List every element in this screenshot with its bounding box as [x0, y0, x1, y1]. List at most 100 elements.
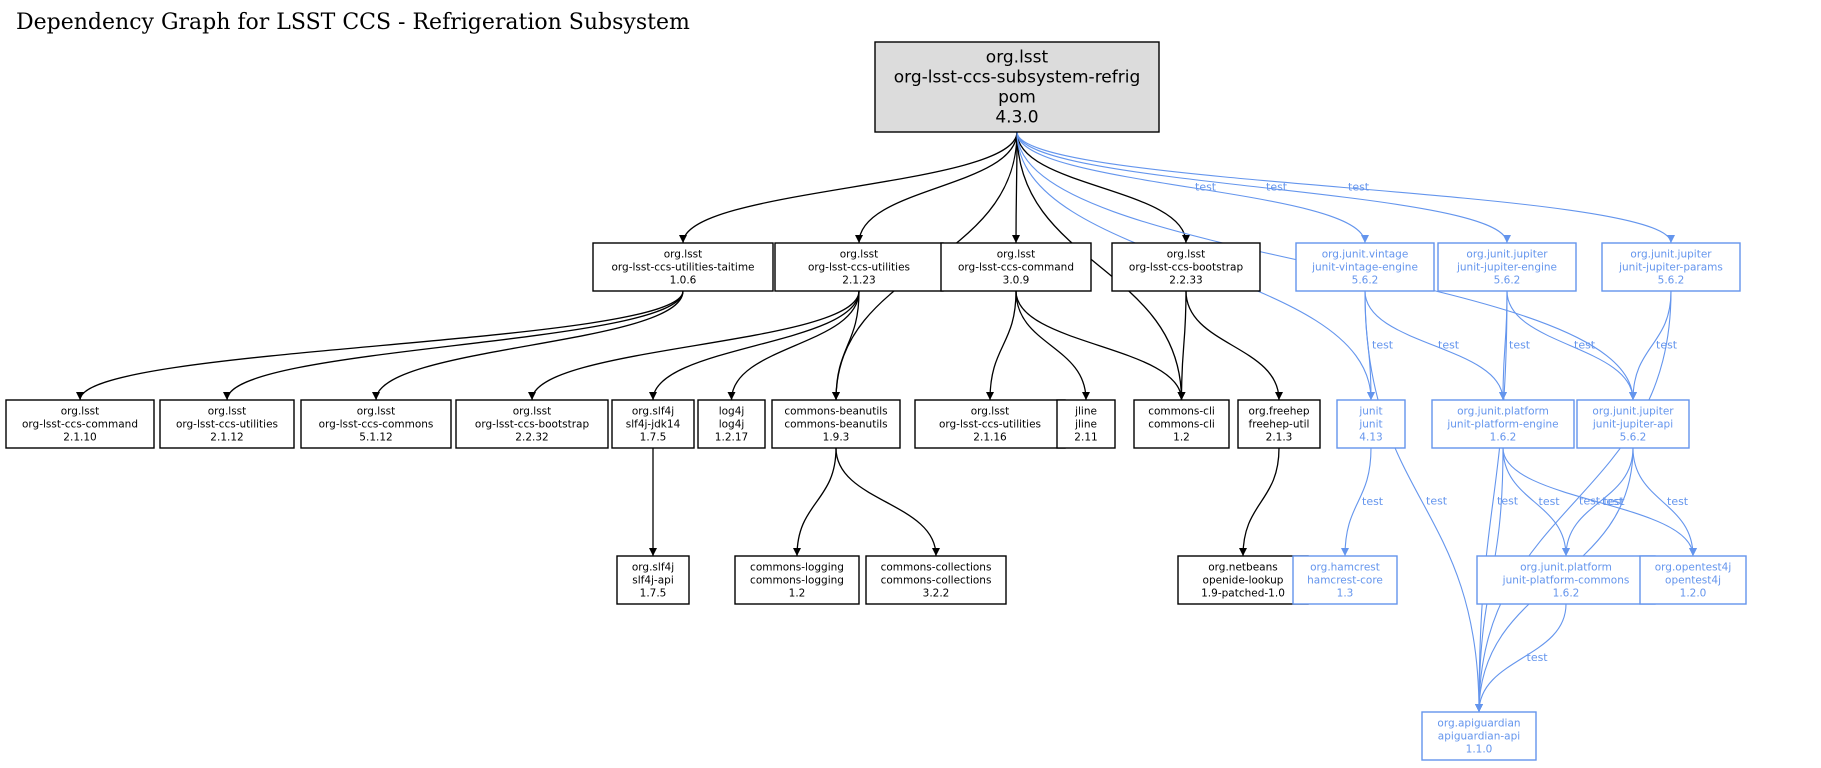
- edge-platcommons-to-apiguardian: [1475, 603, 1567, 713]
- node-label-line: log4j: [719, 406, 745, 418]
- node-box: [1437, 242, 1577, 292]
- node-label-line: 5.6.2: [1494, 275, 1521, 287]
- node-label-line: junit-platform-engine: [1446, 419, 1558, 431]
- node-label-line: 1.7.5: [640, 588, 667, 600]
- node-label-line: 2.1.23: [842, 275, 875, 287]
- edge-cmd309-to-cli: [1015, 290, 1186, 401]
- node-jupparams[interactable]: org.junit.jupiterjunit-jupiter-params5.6…: [1601, 242, 1741, 292]
- node-box: [940, 242, 1092, 292]
- node-label-line: junit-jupiter-engine: [1456, 262, 1557, 274]
- node-label-line: hamcrest-core: [1307, 575, 1383, 587]
- node-label-line: org.lsst: [513, 406, 552, 418]
- node-label-line: org.lsst: [971, 406, 1010, 418]
- node-label-line: junit: [1358, 419, 1382, 431]
- node-root[interactable]: org.lsstorg-lsst-ccs-subsystem-refrigpom…: [874, 41, 1160, 133]
- edge-beanutils-to-logging: [793, 447, 837, 557]
- node-label-line: 2.2.33: [1169, 275, 1202, 287]
- node-label-line: commons-beanutils: [784, 419, 887, 431]
- node-label-line: 1.7.5: [640, 432, 667, 444]
- node-label-line: slf4j-api: [632, 575, 674, 587]
- node-box: [300, 399, 452, 449]
- node-label-line: org-lsst-ccs-command: [22, 419, 138, 431]
- node-label-line: 2.1.16: [973, 432, 1007, 444]
- node-platcommons[interactable]: org.junit.platformjunit-platform-commons…: [1476, 555, 1656, 605]
- node-label-line: junit-jupiter-params: [1618, 262, 1723, 274]
- node-box: [592, 242, 774, 292]
- edge-label: test: [1604, 495, 1626, 508]
- node-box: [455, 399, 609, 449]
- edge-label: test: [1426, 495, 1448, 508]
- node-label-line: 3.2.2: [923, 588, 950, 600]
- node-label-line: org.junit.jupiter: [1466, 249, 1548, 261]
- edge-cmd309-to-util2116: [986, 290, 1017, 401]
- node-label-line: org.lsst: [840, 249, 879, 261]
- edge-util2123-to-slf4jdk: [649, 290, 860, 401]
- node-openide[interactable]: org.netbeansopenide-lookup1.9-patched-1.…: [1177, 555, 1309, 605]
- node-box: [1292, 555, 1398, 605]
- edge-root-to-cmd309: [1012, 131, 1021, 244]
- edge-label: test: [1656, 339, 1678, 352]
- node-label-line: 5.6.2: [1620, 432, 1647, 444]
- edge-label: test: [1372, 339, 1394, 352]
- edge-label: test: [1667, 495, 1689, 508]
- node-label-line: junit-vintage-engine: [1311, 262, 1418, 274]
- node-label-line: org.slf4j: [632, 406, 674, 418]
- edge-label: test: [1539, 495, 1561, 508]
- node-box: [1056, 399, 1116, 449]
- node-label-line: org.junit.platform: [1457, 406, 1549, 418]
- edge-taitime-to-util2112: [223, 290, 684, 401]
- node-platengine[interactable]: org.junit.platformjunit-platform-engine1…: [1431, 399, 1575, 449]
- node-label-line: org.slf4j: [632, 562, 674, 574]
- node-label-line: commons-cli: [1148, 406, 1215, 418]
- edge-root-to-cli: [1016, 131, 1186, 401]
- node-label-line: org.opentest4j: [1655, 562, 1732, 574]
- node-label-line: 1.2.17: [715, 432, 748, 444]
- node-label-line: log4j: [719, 419, 745, 431]
- node-jupeng[interactable]: org.junit.jupiterjunit-jupiter-engine5.6…: [1437, 242, 1577, 292]
- node-box: [1431, 399, 1575, 449]
- node-label-line: apiguardian-api: [1438, 731, 1520, 743]
- node-box: [734, 555, 860, 605]
- node-label-line: jline: [1074, 406, 1097, 418]
- node-box: [1576, 399, 1690, 449]
- edge-jupeng-to-jupapi: [1506, 290, 1637, 401]
- node-label-line: pom: [998, 88, 1036, 108]
- node-box: [1133, 399, 1230, 449]
- edge-boot2233-to-freehep: [1185, 290, 1283, 401]
- node-collections[interactable]: commons-collectionscommons-collections3.…: [865, 555, 1007, 605]
- node-box: [1476, 555, 1656, 605]
- node-label-line: org-lsst-ccs-subsystem-refrig: [894, 68, 1141, 88]
- node-taitime[interactable]: org.lsstorg-lsst-ccs-utilities-taitime1.…: [592, 242, 774, 292]
- edge-vintage-to-apiguardian: [1364, 290, 1483, 713]
- node-box: [159, 399, 295, 449]
- node-vintage[interactable]: org.junit.vintagejunit-vintage-engine5.6…: [1295, 242, 1435, 292]
- edge-root-to-util2123: [855, 131, 1018, 244]
- node-label-line: 1.6.2: [1490, 432, 1517, 444]
- node-label-line: 1.0.6: [670, 275, 697, 287]
- edge-jupparams-to-apiguardian: [1475, 290, 1672, 713]
- node-label-line: org.junit.jupiter: [1592, 406, 1674, 418]
- edge-label: test: [1527, 651, 1549, 664]
- edge-jupparams-to-jupapi: [1629, 290, 1672, 401]
